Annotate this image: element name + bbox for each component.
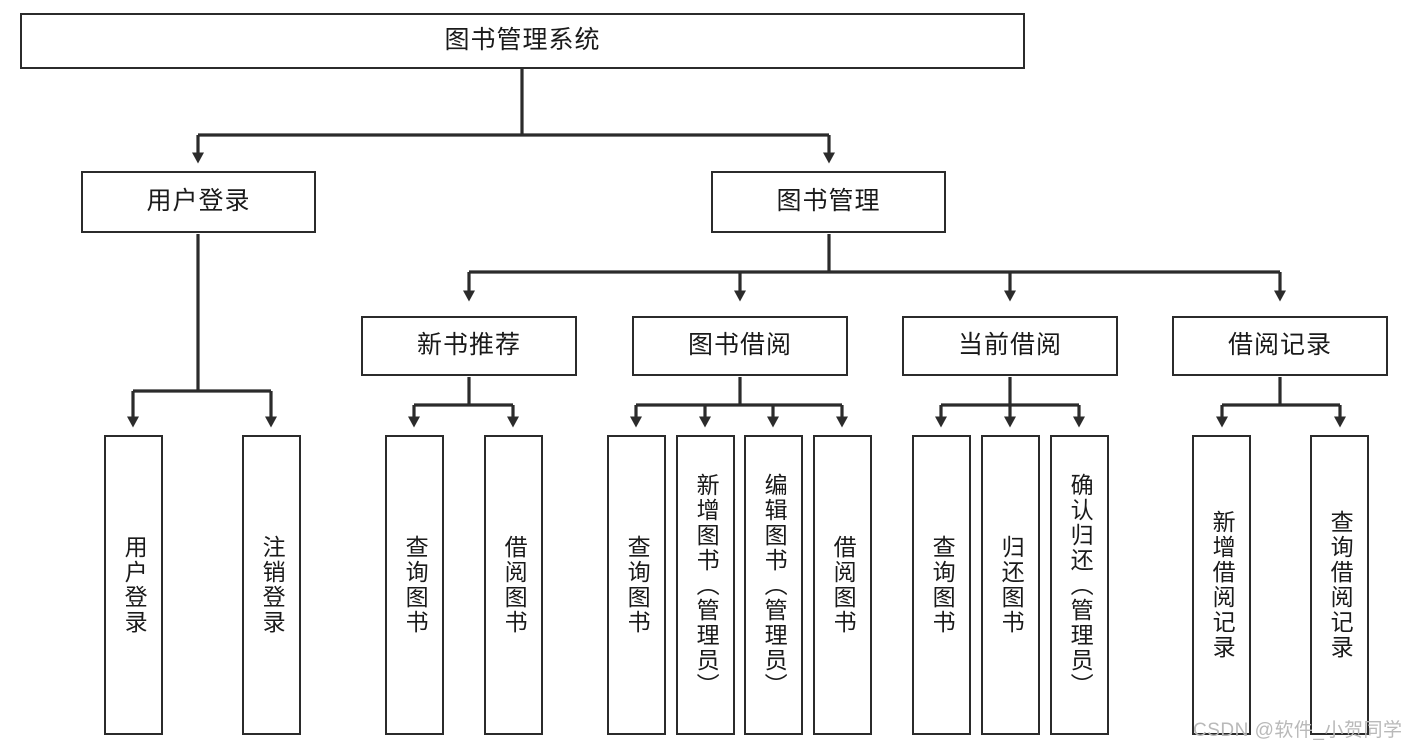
node-label: 查询图书 xyxy=(929,535,956,635)
node-borrow-record[interactable]: 借阅记录 xyxy=(1172,316,1388,376)
node-leaf-query-record[interactable]: 查询借阅记录 xyxy=(1310,435,1369,735)
node-leaf-add-record[interactable]: 新增借阅记录 xyxy=(1192,435,1251,735)
node-label: 注销登录 xyxy=(259,535,286,635)
node-leaf-query-book-3[interactable]: 查询图书 xyxy=(912,435,971,735)
node-label: 查询图书 xyxy=(624,535,651,635)
node-label: 当前借阅 xyxy=(957,331,1062,360)
node-label: 归还图书 xyxy=(998,535,1025,635)
node-label: 用户登录 xyxy=(146,187,251,216)
node-leaf-user-login[interactable]: 用户登录 xyxy=(104,435,163,735)
node-current-borrow[interactable]: 当前借阅 xyxy=(902,316,1118,376)
csdn-watermark: CSDN @软件_小贺同学 xyxy=(1193,720,1403,741)
node-root-book-management-system[interactable]: 图书管理系统 xyxy=(20,13,1025,69)
node-leaf-add-book[interactable]: 新增图书（管理员） xyxy=(676,435,735,735)
node-label: 借阅记录 xyxy=(1227,331,1332,360)
node-leaf-borrow-book-2[interactable]: 借阅图书 xyxy=(813,435,872,735)
node-label: 图书借阅 xyxy=(687,331,792,360)
node-label: 确认归还（管理员） xyxy=(1067,472,1094,698)
node-new-book-recommend[interactable]: 新书推荐 xyxy=(361,316,577,376)
node-label: 新增图书（管理员） xyxy=(693,472,720,698)
node-user-login[interactable]: 用户登录 xyxy=(81,171,316,233)
node-leaf-logout-login[interactable]: 注销登录 xyxy=(242,435,301,735)
node-leaf-borrow-book-1[interactable]: 借阅图书 xyxy=(484,435,543,735)
node-book-borrow[interactable]: 图书借阅 xyxy=(632,316,848,376)
node-label: 用户登录 xyxy=(121,535,148,635)
node-leaf-edit-book[interactable]: 编辑图书（管理员） xyxy=(744,435,803,735)
node-book-management[interactable]: 图书管理 xyxy=(711,171,946,233)
node-label: 新书推荐 xyxy=(416,331,521,360)
node-label: 图书管理系统 xyxy=(444,26,601,55)
node-label: 借阅图书 xyxy=(830,535,857,635)
node-label: 新增借阅记录 xyxy=(1209,510,1236,660)
node-label: 查询借阅记录 xyxy=(1327,510,1354,660)
node-label: 查询图书 xyxy=(402,535,429,635)
node-leaf-return-book[interactable]: 归还图书 xyxy=(981,435,1040,735)
node-label: 编辑图书（管理员） xyxy=(761,472,788,698)
node-label: 借阅图书 xyxy=(501,535,528,635)
node-leaf-query-book-2[interactable]: 查询图书 xyxy=(607,435,666,735)
node-leaf-query-book-1[interactable]: 查询图书 xyxy=(385,435,444,735)
node-label: 图书管理 xyxy=(776,187,881,216)
node-leaf-confirm-return[interactable]: 确认归还（管理员） xyxy=(1050,435,1109,735)
